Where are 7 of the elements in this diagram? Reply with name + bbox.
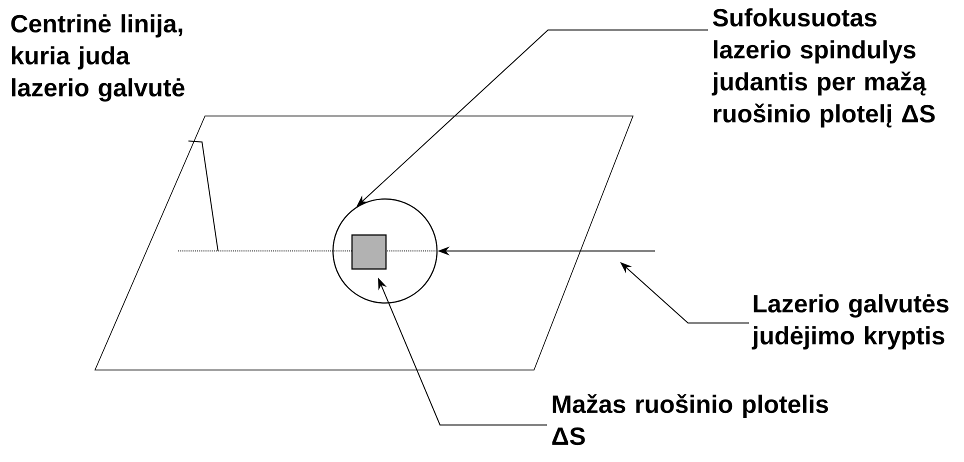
workpiece-square [351,234,387,270]
leader-line [188,140,218,252]
spot-circle [332,198,438,304]
callout-text: Centrinė linija, kuria juda lazerio galvutė [11,14,184,102]
callout-text: Sufokusuotas lazerio spindulys judantis per mažą ruošinio plotelį ΔS [712,8,935,128]
callout-text: Lazerio galvutės judėjimo kryptis [752,294,948,350]
callout-text: Mažas ruošinio plotelis ΔS [552,394,828,446]
